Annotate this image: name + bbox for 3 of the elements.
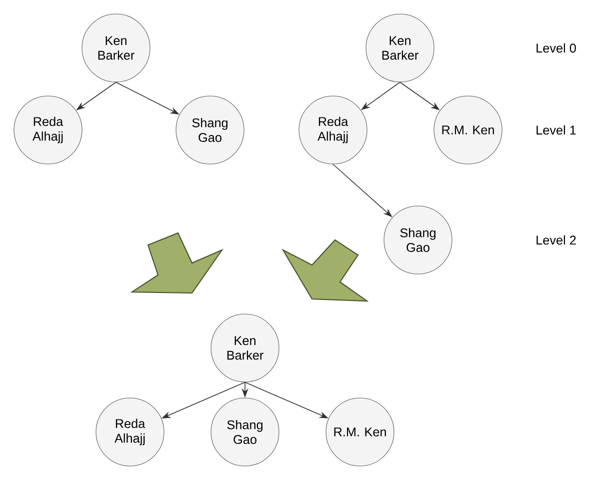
level-label: Level 1 xyxy=(536,125,576,135)
level-label: Level 2 xyxy=(536,235,576,245)
level-label: Level 0 xyxy=(536,43,576,53)
